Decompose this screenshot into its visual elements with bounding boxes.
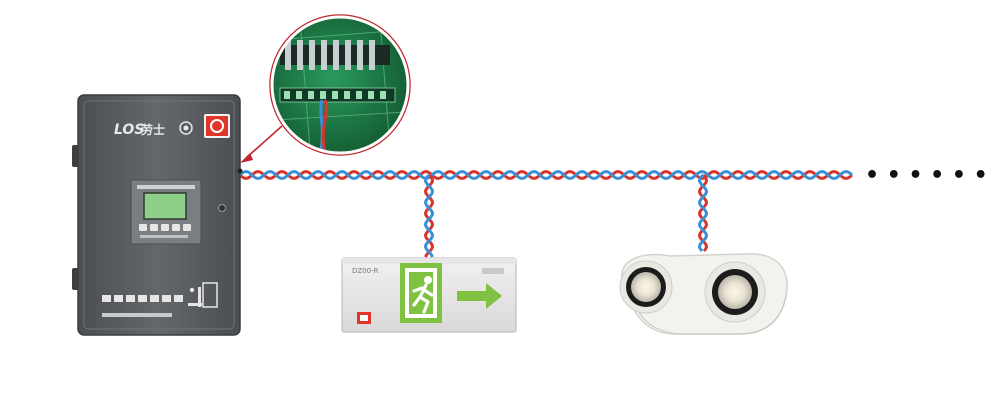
emergency-lighting-controller-icon: LOS 劳士: [72, 94, 243, 336]
twin-spotlight-icon: [619, 253, 788, 335]
bus-wire-red: [239, 169, 853, 181]
fire-safety-badge: [204, 114, 230, 138]
bus-wire-blue: [239, 169, 853, 181]
certification-mark: [179, 121, 193, 135]
drop-cable-spotlight: [697, 173, 709, 252]
bus-cable: [239, 169, 853, 181]
keypad: [139, 224, 191, 238]
panel-caption-bar: [137, 185, 195, 189]
controller-brand: LOS: [114, 122, 144, 138]
status-label-row: [102, 295, 183, 317]
drop-wire-red: [423, 173, 435, 258]
running-man-exit-icon: DZ00-R: [341, 257, 517, 333]
drop-wire-blue: [697, 173, 709, 252]
lcd-screen: [143, 192, 187, 220]
drop-cable-exit-sign: [423, 173, 435, 258]
exit-sign-label: DZ00-R: [352, 267, 379, 275]
circuit-board-icon: [269, 14, 411, 156]
continuation-dots: • • • • • •: [865, 163, 988, 188]
drop-wire-blue: [423, 173, 435, 258]
drop-wire-red: [697, 173, 709, 252]
exit-figure-mark: [188, 282, 218, 308]
lock-icon: [218, 204, 226, 212]
callout-arrow: [240, 125, 283, 163]
controller-brand-suffix: 劳士: [141, 122, 165, 137]
